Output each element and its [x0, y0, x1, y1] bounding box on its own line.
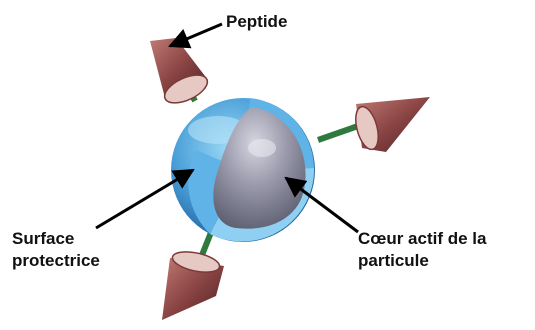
label-core-line2: particule	[358, 250, 486, 272]
label-core: Cœur actif de la particule	[358, 228, 486, 272]
label-surface-line2: protectrice	[12, 250, 100, 272]
label-surface: Surface protectrice	[12, 228, 100, 272]
peptide-cone-top	[150, 38, 211, 109]
peptide-cone-bottom	[162, 248, 224, 320]
label-peptide-text: Peptide	[226, 12, 287, 31]
label-surface-line1: Surface	[12, 228, 100, 250]
label-core-line1: Cœur actif de la	[358, 228, 486, 250]
label-peptide: Peptide	[226, 11, 287, 33]
arrow-peptide	[170, 24, 222, 46]
linker-right	[318, 126, 358, 140]
peptide-cone-right	[352, 97, 430, 152]
